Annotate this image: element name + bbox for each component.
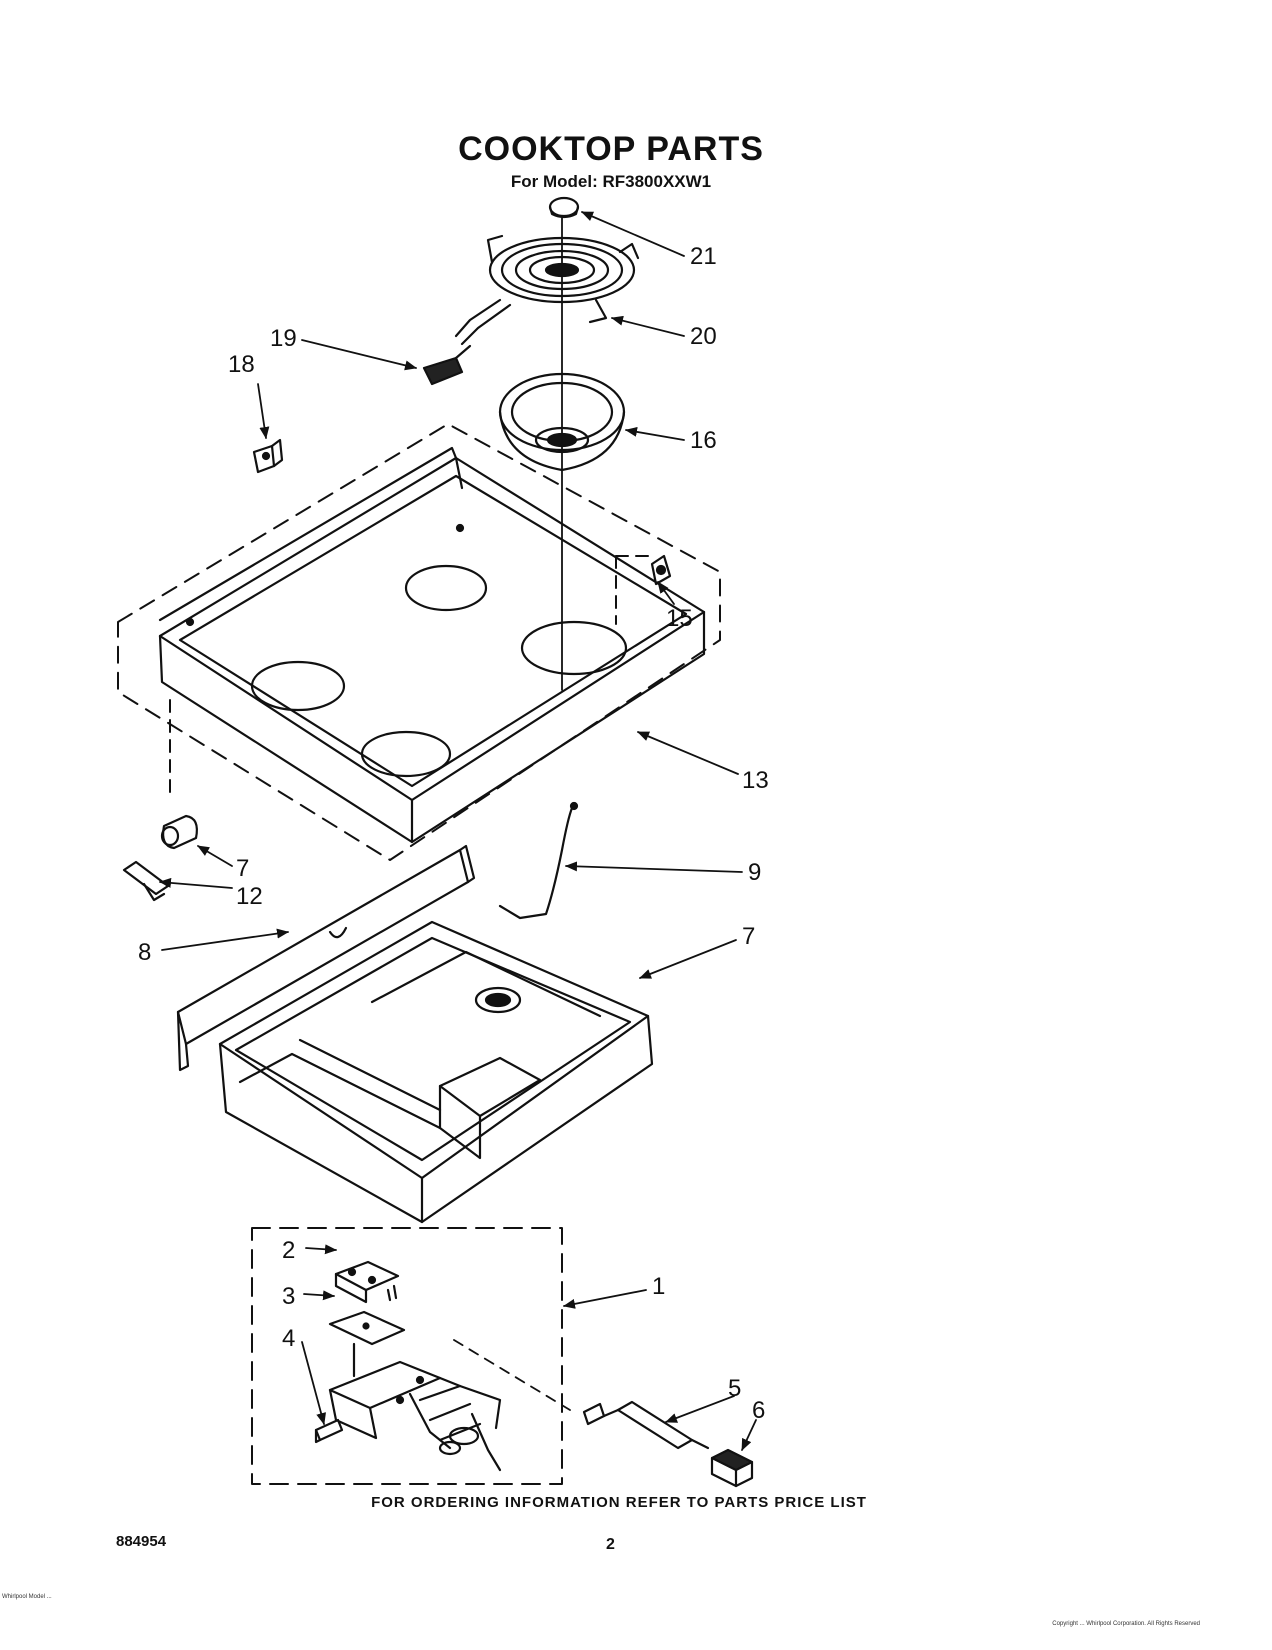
page-title: COOKTOP PARTS bbox=[458, 130, 764, 168]
callout-4: 4 bbox=[282, 1325, 295, 1352]
part-5-cord bbox=[582, 1400, 710, 1450]
callout-8: 8 bbox=[138, 939, 151, 966]
ordering-note: FOR ORDERING INFORMATION REFER TO PARTS … bbox=[371, 1494, 867, 1511]
document-number: 884954 bbox=[116, 1533, 167, 1550]
model-subtitle: For Model: RF3800XXW1 bbox=[510, 172, 712, 191]
callout-3: 3 bbox=[282, 1283, 295, 1310]
part-21-bracket bbox=[650, 554, 672, 586]
part-4-bracket bbox=[314, 1418, 344, 1444]
callout-5: 5 bbox=[728, 1375, 741, 1402]
page-number: 2 bbox=[606, 1536, 615, 1553]
callout-15: 18 bbox=[228, 351, 255, 378]
callout-12: 12 bbox=[236, 883, 263, 910]
part-1-switch-assembly-box bbox=[251, 1227, 563, 1485]
switch-housing bbox=[328, 1360, 502, 1472]
callout-2: 2 bbox=[282, 1237, 295, 1264]
callout-21: 15 bbox=[666, 605, 693, 632]
part-15-clip bbox=[252, 438, 284, 474]
callout-18: 16 bbox=[690, 427, 717, 454]
part-20-cap bbox=[548, 196, 580, 219]
part-3-plate bbox=[328, 1310, 406, 1378]
callout-20: 21 bbox=[690, 243, 717, 270]
callout-9: 9 bbox=[748, 859, 761, 886]
fine-print-left: Whirlpool Model ... bbox=[2, 1594, 52, 1600]
part-11-terminal bbox=[160, 814, 198, 850]
part-19-surface-element bbox=[454, 234, 640, 346]
callout-19: 20 bbox=[690, 323, 717, 350]
part-16-terminal-block bbox=[422, 344, 472, 386]
part-6-connector bbox=[710, 1448, 754, 1488]
part-2-switch bbox=[334, 1260, 400, 1304]
part-7-burner-box bbox=[218, 920, 654, 1224]
part-9-rod bbox=[498, 801, 579, 920]
callout-1: 1 bbox=[652, 1273, 665, 1300]
cooktop-dashed-outline bbox=[117, 423, 721, 861]
part-12-bracket bbox=[122, 860, 170, 902]
fine-print-right: Copyright ... Whirlpool Corporation. All… bbox=[1052, 1621, 1200, 1627]
callout-16: 19 bbox=[270, 325, 297, 352]
part-8-front-strip bbox=[176, 844, 476, 1072]
callout-13: 13 bbox=[742, 767, 769, 794]
callout-7: 7 bbox=[742, 923, 755, 950]
part-13-cooktop bbox=[158, 446, 706, 844]
callout-leaders bbox=[159, 211, 757, 1451]
callout-numbers: 21 20 19 18 16 15 13 7 12 9 8 7 1 2 3 4 … bbox=[138, 243, 769, 1424]
callout-11: 7 bbox=[236, 855, 249, 882]
callout-6-label: 6 bbox=[752, 1397, 765, 1424]
